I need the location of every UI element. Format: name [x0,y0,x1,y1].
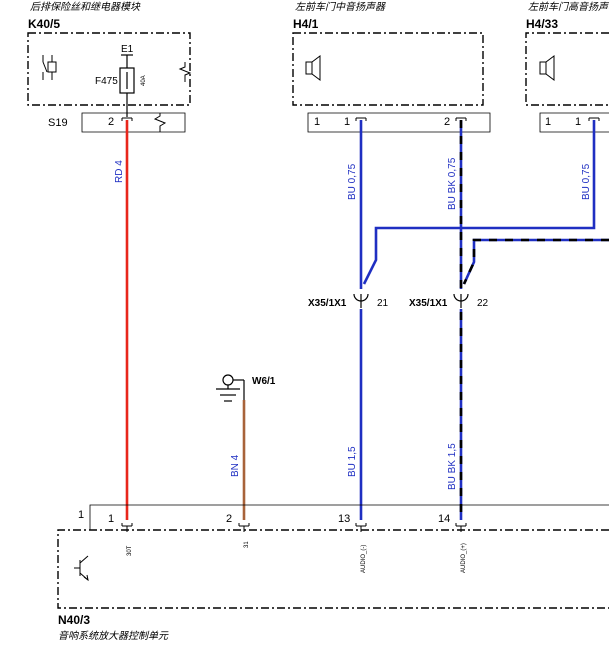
h433-connector-strip [539,112,609,133]
wire-bubk075-label: BU BK 0,75 [447,157,458,210]
h41-module-box [292,32,484,106]
h433-title: 左前车门高音扬声器 [528,1,609,13]
n403-pin-1: 1 [108,513,114,525]
wire-bubk-branch [462,238,609,285]
n403-pin-13: 13 [338,513,350,525]
h433-module-box [525,32,609,106]
relay-icon [42,55,57,80]
s19-label: S19 [48,117,68,129]
wire-bubk15-label: BU BK 1,5 [447,443,458,490]
wire-bu15-label: BU 1,5 [347,446,358,477]
wire-bubk-branch-stripe [462,238,609,285]
n403-pin-14: 14 [438,513,450,525]
wire-bu075-b-label: BU 0,75 [581,163,592,200]
speaker-icon [539,55,555,81]
k40-module-box [27,32,191,106]
wire-bu-h433-branch [362,120,596,285]
connector-x35-21: X35/1X1 21 [308,289,389,309]
h433-ref: H4/33 [526,17,558,31]
fuse-label: F475 [95,76,118,87]
n403-module-box [57,529,609,609]
h41-connector-strip [307,112,491,133]
h41-pin-1: 1 [344,116,350,128]
h433-pin1-terminal [588,117,600,121]
h41-title: 左前车门中音扬声器 [295,1,386,13]
h41-pin-2: 2 [444,116,450,128]
w61-ref: W6/1 [252,376,276,387]
s19-zigzag-icon [153,113,167,132]
h41-conn-pin: 1 [314,116,320,128]
h41-pin1-terminal [355,117,367,121]
connector-x35-22-pin: 22 [477,298,489,309]
ground-icon [216,374,245,402]
n403-pin-name-audio-neg: AUDIO_(-) [361,545,367,573]
n403-pin-2: 2 [226,513,232,525]
wire-rd4-label: RD 4 [114,160,125,183]
n403-title: 音响系统放大器控制单元 [58,630,169,642]
connector-x35-22-ref: X35/1X1 [409,298,448,309]
h433-conn-pin: 1 [545,116,551,128]
h41-pin2-terminal [455,117,467,121]
h41-ref: H4/1 [293,17,319,31]
n403-conn-pin: 1 [78,509,84,521]
n403-pin-name-30t: 30T [127,545,133,556]
n403-pin-name-31: 31 [244,541,250,548]
fuse-node-label: E1 [121,44,134,55]
n403-pin-terminals [121,523,467,532]
k40-ref: K40/5 [28,17,60,31]
n403-ref: N40/3 [58,613,90,627]
connector-x35-21-ref: X35/1X1 [308,298,347,309]
speaker-icon [305,55,321,81]
k40-title: 后排保险丝和继电器模块 [30,1,141,13]
s19-connector-strip [81,112,186,133]
wire-bu075-a-label: BU 0,75 [347,163,358,200]
transistor-icon [74,555,89,582]
connector-x35-22: X35/1X1 22 [409,289,489,309]
k40-pin-terminal [121,117,133,121]
wire-bn4-label: BN 4 [230,454,241,477]
chassis-zigzag-icon [178,62,192,82]
h433-pin-1: 1 [575,116,581,128]
fuse-icon [119,54,135,117]
connector-x35-21-pin: 21 [377,298,389,309]
n403-connector-strip [89,504,609,530]
fuse-rating: 40A [141,75,147,86]
k40-pin-2: 2 [108,116,114,128]
n403-pin-name-audio-pos: AUDIO_(+) [461,543,467,573]
